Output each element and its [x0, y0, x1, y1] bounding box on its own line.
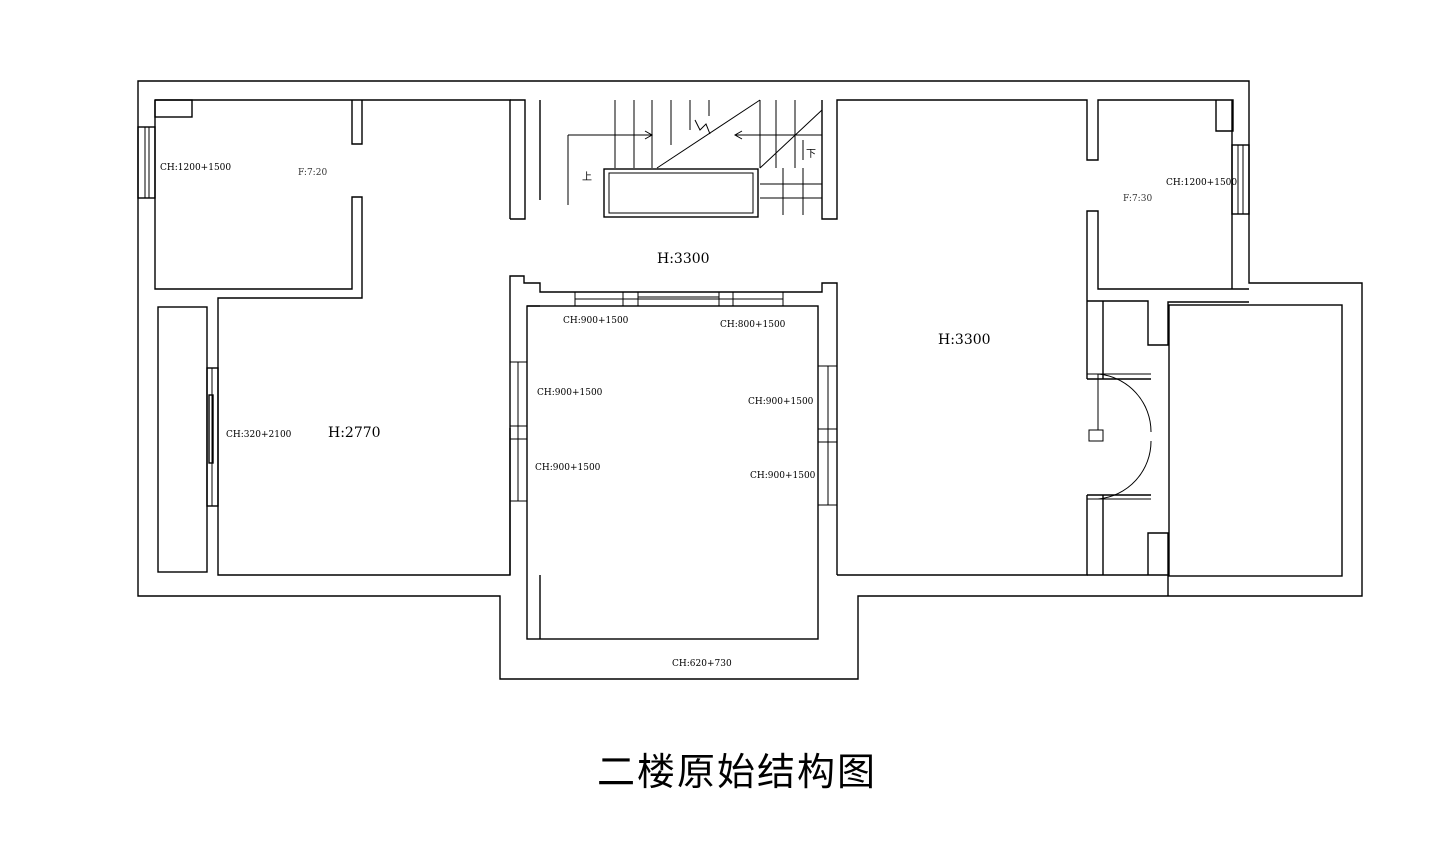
stair-wall: [510, 99, 1234, 220]
right-annex-wall: [1087, 300, 1249, 596]
window-label-center-right-upper: CH:900+1500: [748, 397, 814, 407]
window-center-top: [574, 291, 784, 307]
window-top-left: [137, 126, 156, 199]
window-label-left-mid: CH:320+2100: [226, 430, 292, 440]
window-label-center-top-left: CH:900+1500: [563, 316, 629, 326]
window-label-center-left-lower: CH:900+1500: [535, 463, 601, 473]
height-label-stair-hall: H:3300: [657, 251, 710, 267]
window-label-bottom-bay: CH:620+730: [672, 659, 732, 669]
left-closet: [157, 306, 208, 573]
stairs: [567, 99, 823, 215]
right-room-wall: [837, 100, 1249, 576]
window-label-center-left-upper: CH:900+1500: [537, 388, 603, 398]
window-label-center-right-lower: CH:900+1500: [750, 471, 816, 481]
door-swing: [1097, 373, 1152, 500]
right-storage: [1168, 304, 1343, 577]
window-center-right: [817, 365, 838, 506]
outer-wall: [137, 80, 1363, 680]
window-label-top-left: CH:1200+1500: [160, 163, 231, 173]
stair-landing: [603, 168, 759, 218]
note-top-left-room: F:7:20: [298, 168, 327, 178]
stair-up-label: 上: [582, 171, 592, 183]
central-room-wall: [509, 275, 838, 575]
note-top-right-room: F:7:30: [1123, 194, 1152, 204]
window-center-left: [509, 361, 528, 502]
plan-title: 二楼原始结构图: [597, 750, 877, 794]
top-left-corner-pillar: [154, 99, 193, 118]
window-top-right: [1231, 144, 1250, 215]
height-label-right-room: H:3300: [938, 332, 991, 348]
window-label-top-right: CH:1200+1500: [1166, 178, 1237, 188]
stair-down-label: 下: [806, 149, 816, 160]
window-label-center-top-right: CH:800+1500: [720, 320, 786, 330]
height-label-left-room: H:2770: [328, 425, 381, 441]
